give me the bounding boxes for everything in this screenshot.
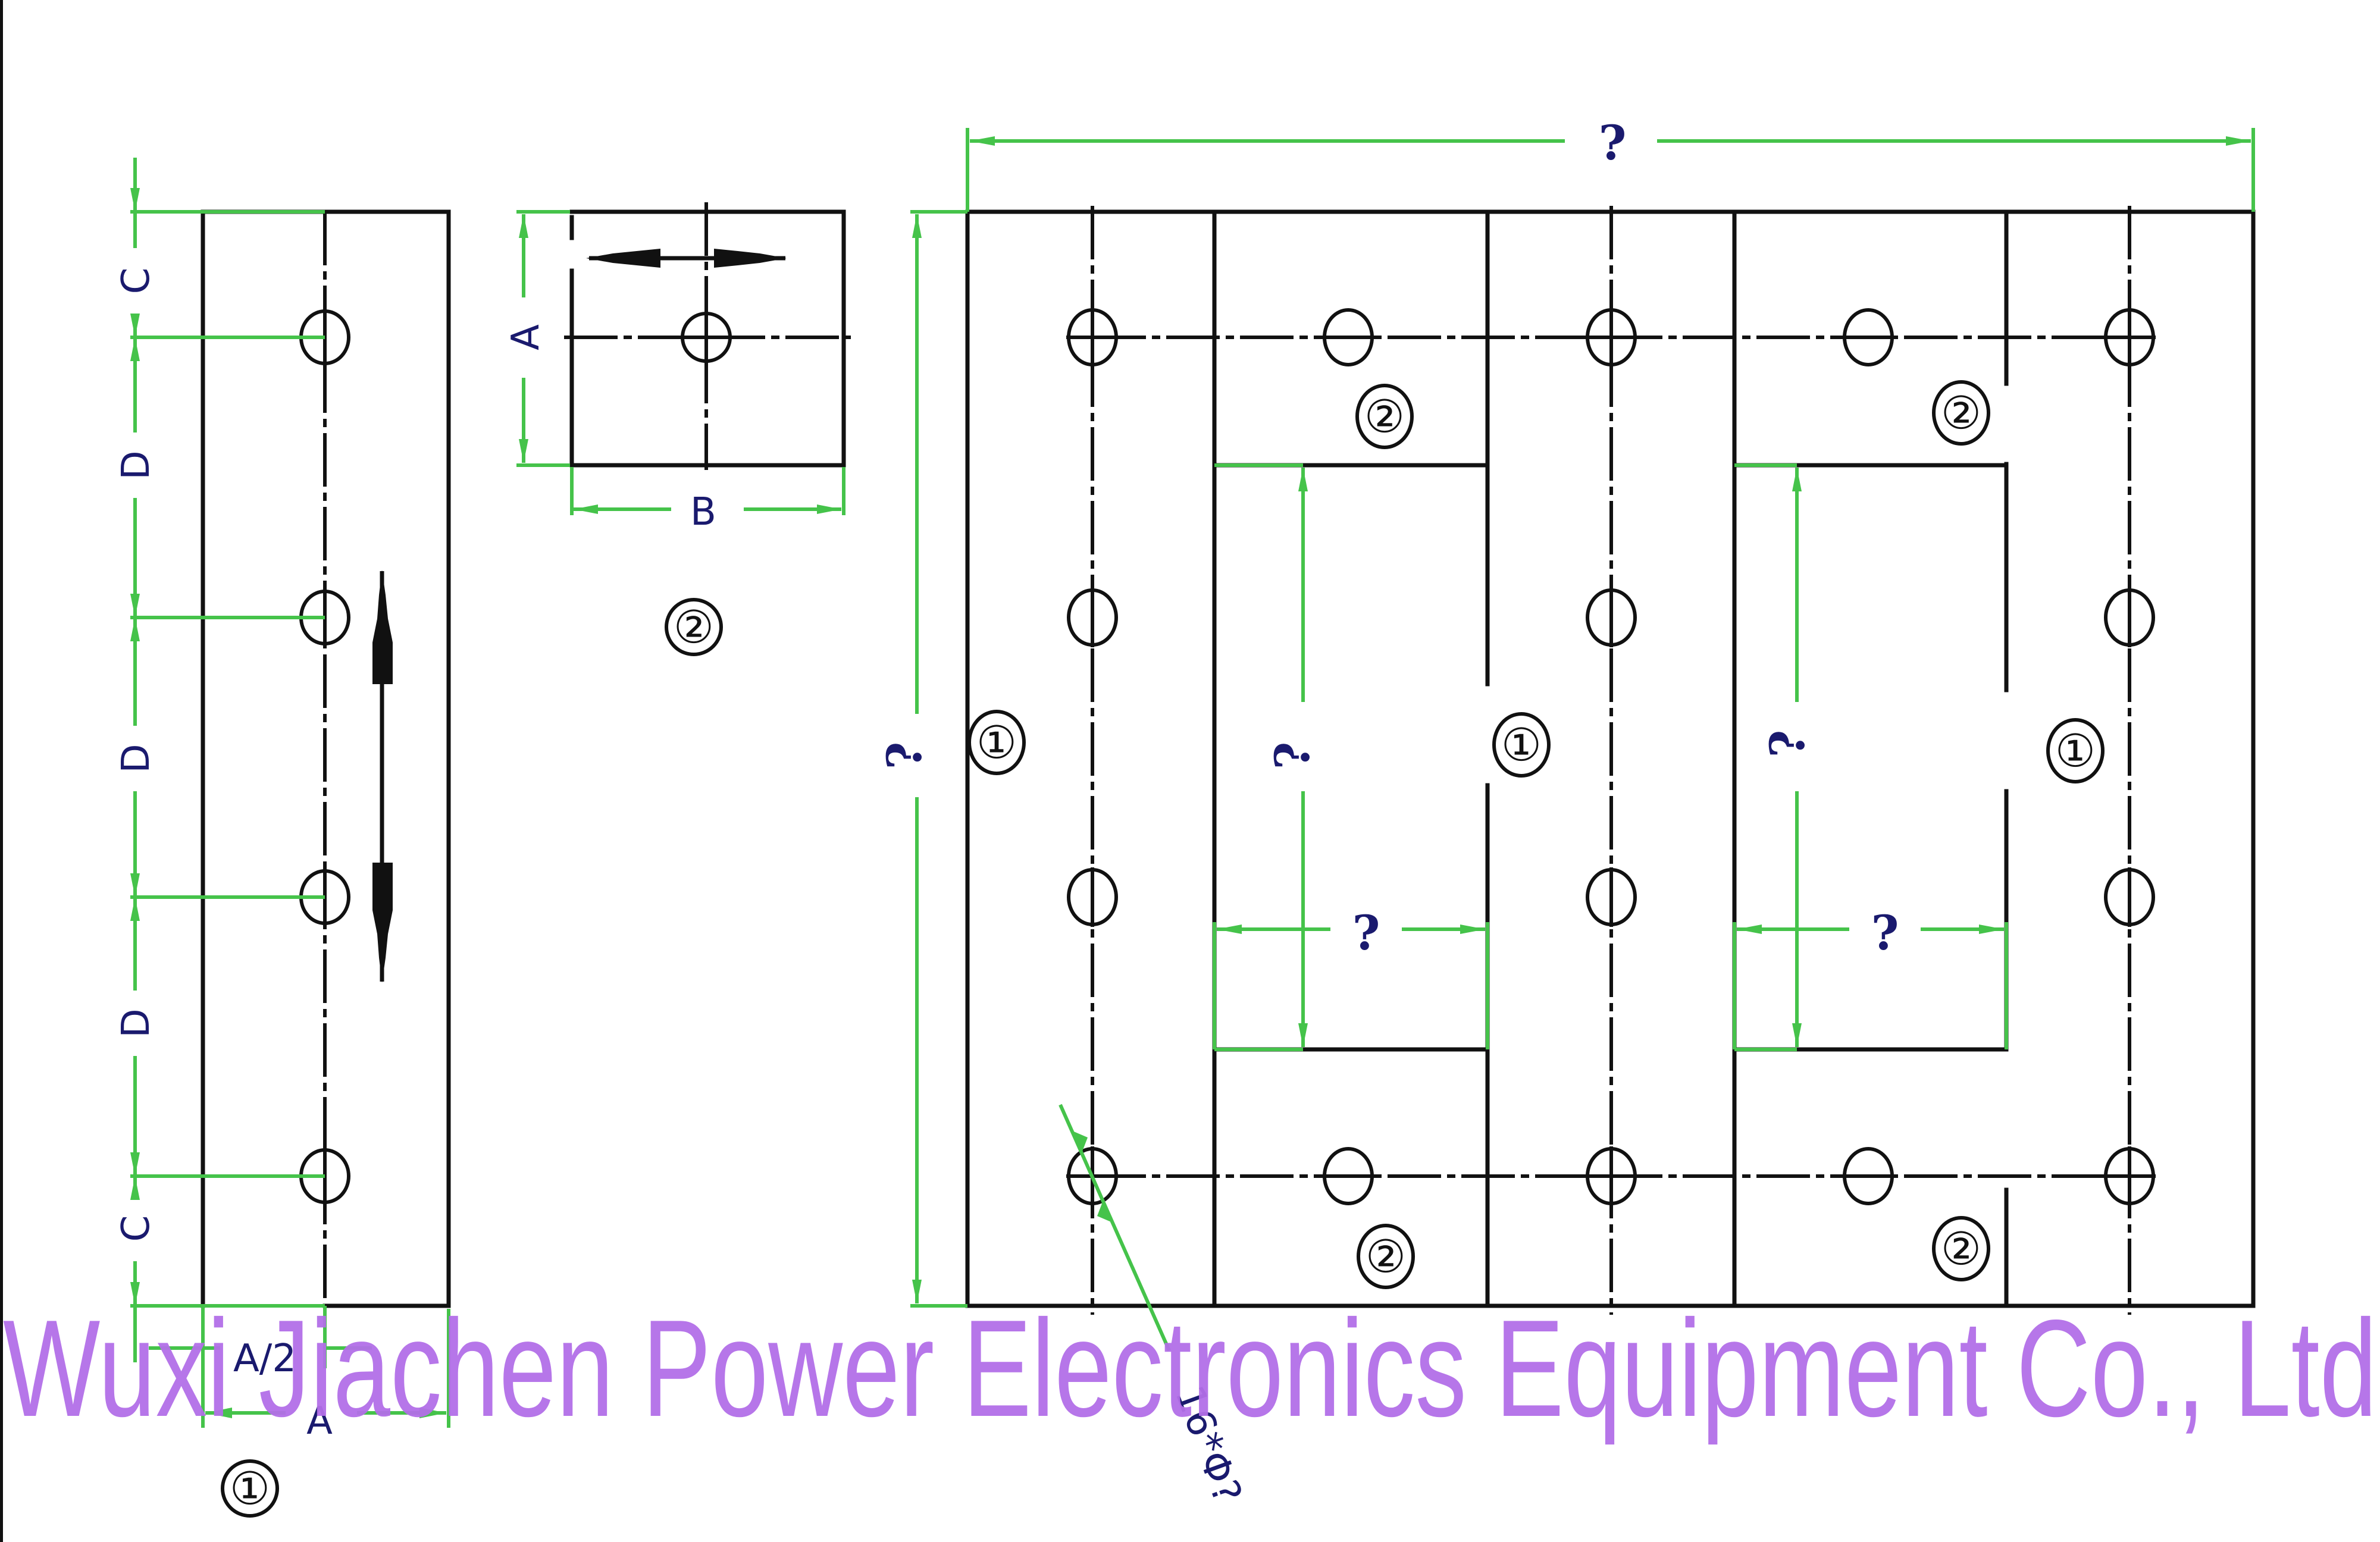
assembly-part-tags: ① ① ① ② ② ② ②: [967, 380, 2105, 1289]
tag-leg-center: ①: [1501, 719, 1542, 772]
tag-leg-right-circle: [2046, 718, 2105, 783]
tag-leg-left-circle: [967, 710, 1026, 775]
window-height-right-label: ?: [1759, 730, 1815, 758]
tag-leg-left: ①: [976, 716, 1017, 769]
dim-label-a: A: [306, 1399, 333, 1443]
dim-label-c-bottom: C: [114, 1215, 158, 1242]
dim-label-c-top: C: [114, 268, 158, 294]
arrow-head: [130, 873, 140, 897]
dim-label-d1: D: [114, 450, 158, 479]
tag-yoke-top-right: ②: [1941, 387, 1981, 440]
image-left-border: [0, 0, 3, 1542]
arrow-head: [970, 136, 995, 146]
window-width-left-label: ?: [1352, 905, 1380, 961]
arrow-head: [912, 214, 922, 238]
arrow-head: [130, 1282, 140, 1306]
arrow-head: [130, 314, 140, 337]
part2-tag-circle: [665, 598, 723, 656]
assembly-holes: [1066, 308, 2156, 1206]
tag-yoke-bottom-left: ②: [1366, 1230, 1406, 1283]
arrow-head: [130, 1152, 140, 1176]
arrow-head: [1792, 468, 1802, 491]
dim-label-d2: D: [114, 744, 158, 773]
company-watermark: Wuxi Jiachen Power Electronics Equipment…: [3, 1292, 2377, 1446]
dim-label-a-half: A/2: [233, 1337, 296, 1381]
arrow-head: [1097, 1201, 1114, 1223]
overall-width-label: ?: [1599, 115, 1627, 171]
arrow-head: [817, 504, 841, 514]
assembly-joint-lines: [965, 206, 2131, 1315]
arrow-head: [130, 188, 140, 212]
arrow-head: [519, 214, 528, 238]
arrow-head: [130, 897, 140, 921]
arrow-head: [1792, 1023, 1802, 1047]
arrow-head: [1217, 924, 1242, 934]
arrow-head: [1460, 924, 1485, 934]
arrow-head: [130, 594, 140, 618]
arrow-head: [130, 618, 140, 641]
part1-tag-circle: [221, 1459, 279, 1518]
grain-direction-arrow-icon: [586, 249, 787, 268]
part2-tag: ②: [674, 601, 714, 654]
tag-leg-center-circle: [1492, 712, 1551, 778]
assembly-dimensions: [910, 128, 2255, 1352]
overall-height-label: ?: [876, 742, 932, 770]
arrow-head: [1737, 924, 1762, 934]
window-height-left-label: ?: [1264, 742, 1320, 770]
arrow-head: [1298, 468, 1308, 491]
arrow-head: [2226, 136, 2251, 146]
part2-outline: [569, 209, 846, 468]
arrow-head: [574, 504, 598, 514]
arrow-head: [912, 1280, 922, 1303]
arrow-head: [130, 337, 140, 361]
arrow-head: [1071, 1130, 1088, 1153]
part1-dimension-chain: [130, 158, 325, 1362]
tag-yoke-top-left-circle: [1355, 384, 1414, 449]
tag-yoke-bottom-right-circle: [1932, 1216, 1990, 1281]
tag-yoke-bottom-left-circle: [1357, 1224, 1415, 1289]
tag-yoke-bottom-right: ②: [1941, 1223, 1981, 1275]
arrow-head: [205, 1408, 232, 1418]
arrow-head: [419, 1408, 446, 1418]
part2-lamination-view: A B ②: [504, 202, 851, 656]
part2-dim-label-b: B: [690, 490, 716, 534]
part2-dim-label-a: A: [504, 324, 548, 350]
window-width-right-label: ?: [1871, 905, 1899, 961]
arrow-head: [130, 1176, 140, 1200]
arrow-head: [519, 439, 528, 463]
tag-yoke-top-left: ②: [1364, 390, 1405, 443]
arrow-head: [1979, 924, 2004, 934]
dim-label-d3: D: [114, 1008, 158, 1038]
part1-lamination-view: C D D D C A/2 A ①: [114, 158, 451, 1518]
part1-tag: ①: [230, 1462, 270, 1515]
grain-direction-arrow-icon: [372, 570, 393, 983]
tag-leg-right: ①: [2055, 725, 2096, 778]
tag-yoke-top-right-circle: [1932, 380, 1990, 446]
arrow-head: [1298, 1023, 1308, 1047]
